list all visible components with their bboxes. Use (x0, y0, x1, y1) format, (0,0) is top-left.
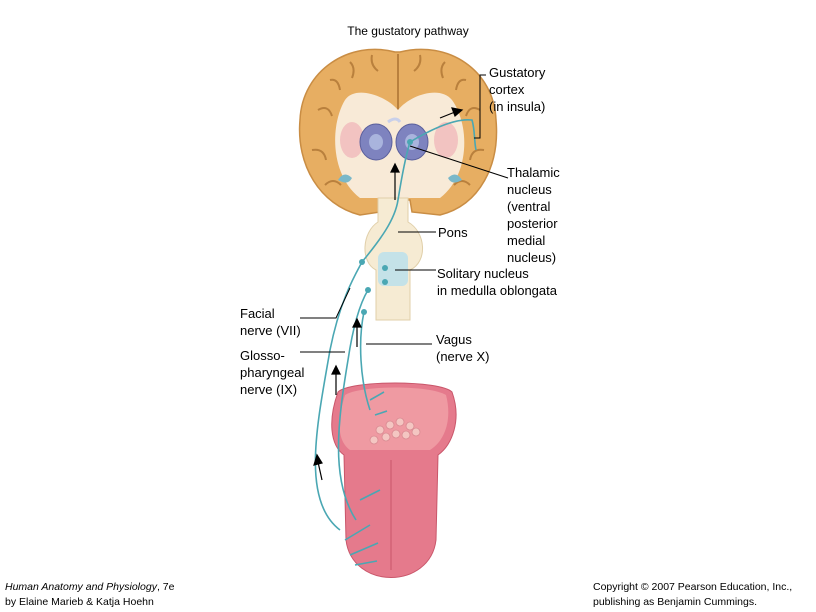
copyright-notice: Copyright © 2007 Pearson Education, Inc.… (593, 580, 792, 610)
brainstem (364, 197, 423, 321)
book-title: Human Anatomy and Physiology (5, 581, 157, 593)
diagram-title: The gustatory pathway (347, 24, 469, 38)
label-pons: Pons (438, 225, 468, 240)
copyright-line-2: publishing as Benjamin Cummings. (593, 596, 757, 608)
nerve-pathways (314, 119, 477, 566)
tongue (331, 382, 457, 578)
label-thalamic-nucleus: Thalamic nucleus (ventral posterior medi… (507, 165, 560, 265)
brain-section (298, 48, 498, 216)
label-gustatory-cortex: Gustatory cortex (in insula) (489, 65, 546, 114)
book-citation: Human Anatomy and Physiology, 7e by Elai… (5, 580, 174, 610)
leader-lines (300, 74, 509, 353)
label-facial-nerve: Facial nerve (VII) (240, 306, 301, 338)
book-authors: by Elaine Marieb & Katja Hoehn (5, 596, 154, 608)
label-solitary-nucleus: Solitary nucleus in medulla oblongata (437, 266, 557, 298)
direction-arrows (313, 107, 464, 481)
copyright-line-1: Copyright © 2007 Pearson Education, Inc.… (593, 581, 793, 593)
label-glossopharyngeal-nerve: Glosso- pharyngeal nerve (IX) (240, 348, 305, 397)
label-vagus-nerve: Vagus (nerve X) (436, 332, 490, 364)
nerve-nodes (359, 139, 413, 315)
book-edition: , 7e (156, 581, 175, 593)
